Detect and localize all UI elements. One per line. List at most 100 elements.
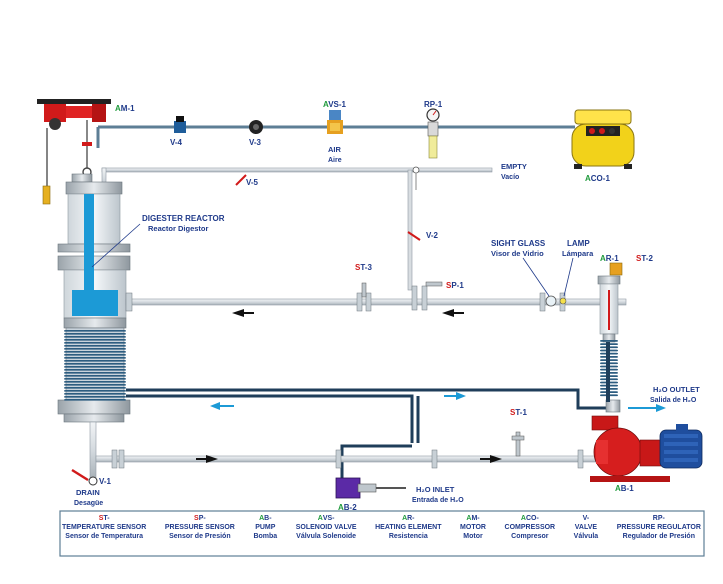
sp1-label: SP-1 bbox=[446, 281, 464, 290]
legend-name: MOTOR bbox=[460, 523, 486, 531]
heating-element-ar1[interactable] bbox=[597, 275, 621, 343]
coil-turn bbox=[64, 330, 126, 332]
legend-name: COMPRESSOR bbox=[504, 523, 556, 531]
st2-label: ST-2 bbox=[636, 254, 653, 263]
lamp-label-es: Lámpara bbox=[562, 249, 594, 258]
coil-turn bbox=[64, 381, 126, 383]
legend-name-es: Sensor de Presión bbox=[169, 532, 231, 540]
h2o-outlet-label: H₂O OUTLET bbox=[653, 385, 700, 394]
pump-ab1[interactable] bbox=[590, 415, 703, 482]
legend-name: HEATING ELEMENT bbox=[375, 523, 442, 531]
coil-turn bbox=[64, 348, 126, 350]
legend-name: PUMP bbox=[255, 523, 276, 531]
legend-name: SOLENOID VALVE bbox=[295, 523, 357, 531]
legend-code-rest: CO- bbox=[525, 515, 539, 522]
temperature-sensor-st3[interactable] bbox=[361, 282, 367, 298]
legend-name-es: Válvula bbox=[573, 532, 599, 540]
valve-v2[interactable] bbox=[407, 231, 421, 241]
legend-name: PRESSURE REGULATOR bbox=[616, 523, 701, 531]
hoist-motor-label: AM-1 bbox=[115, 104, 135, 113]
coil-turn bbox=[64, 396, 126, 398]
coil-turn bbox=[64, 345, 126, 347]
st1-label: ST-1 bbox=[510, 408, 527, 417]
empty-label-es: Vacío bbox=[501, 174, 519, 181]
coil-turn bbox=[64, 351, 126, 353]
legend-code-prefix: S bbox=[194, 515, 199, 522]
coil-turn bbox=[600, 340, 618, 342]
legend-code-prefix: A bbox=[402, 515, 408, 522]
legend-code: V- bbox=[583, 515, 590, 524]
legend-code-rest: VS- bbox=[322, 515, 335, 522]
pressure-regulator-rp1[interactable] bbox=[426, 108, 440, 159]
flow-arrow-icon bbox=[206, 455, 218, 463]
valve-v1[interactable] bbox=[71, 468, 98, 486]
avs1-label: AVS-1 bbox=[323, 100, 347, 109]
air-label-es: Aire bbox=[328, 157, 342, 164]
legend-frame bbox=[59, 510, 705, 557]
coil-turn bbox=[64, 390, 126, 392]
digester-label-es: Reactor Digestor bbox=[148, 224, 209, 233]
pressure-sensor-sp1[interactable] bbox=[425, 281, 443, 287]
legend-name-es: Resistencia bbox=[388, 532, 428, 540]
legend-code-prefix: A bbox=[466, 515, 472, 522]
coil-turn bbox=[64, 360, 126, 362]
coil-turn bbox=[64, 354, 126, 356]
solenoid-valve-avs1[interactable] bbox=[327, 110, 343, 134]
coil-turn bbox=[64, 339, 126, 341]
flow-arrow-icon bbox=[442, 309, 454, 317]
coil-turn bbox=[64, 366, 126, 368]
vacuum-line bbox=[101, 166, 493, 291]
pump-ab2[interactable] bbox=[335, 477, 406, 499]
coil-turn bbox=[64, 375, 126, 377]
legend-code-rest: V- bbox=[582, 515, 590, 522]
valve-v4[interactable] bbox=[174, 116, 186, 133]
sight-glass[interactable] bbox=[545, 295, 557, 307]
compressor-aco1[interactable] bbox=[571, 109, 635, 169]
legend-code-prefix: A bbox=[317, 515, 323, 522]
air-label: AIR bbox=[328, 145, 342, 154]
valve-v1-label: V-1 bbox=[99, 477, 112, 486]
legend-code-prefix: S bbox=[98, 515, 104, 522]
legend-name-es: Válvula Solenoide bbox=[296, 532, 357, 540]
ar1-label: AR-1 bbox=[600, 254, 619, 263]
temperature-sensor-st1[interactable] bbox=[511, 431, 525, 457]
empty-label: EMPTY bbox=[501, 162, 527, 171]
st3-label: ST-3 bbox=[355, 263, 372, 272]
coil-turn bbox=[64, 333, 126, 335]
h2o-inlet-label-es: Entrada de H₂O bbox=[412, 497, 464, 504]
valve-v5-label: V-5 bbox=[246, 178, 259, 187]
coil-turn bbox=[64, 336, 126, 338]
legend-code-rest: RP- bbox=[652, 515, 665, 522]
drain-label-es: Desagüe bbox=[74, 500, 103, 507]
heating-coil bbox=[64, 330, 126, 401]
valve-v4-label: V-4 bbox=[170, 138, 183, 147]
valve-v5[interactable] bbox=[235, 174, 247, 186]
sight-glass-label-es: Visor de Vidrio bbox=[491, 249, 544, 258]
legend-name-es: Sensor de Temperatura bbox=[65, 532, 143, 540]
outlet-arrow-icon bbox=[656, 404, 666, 412]
h2o-outlet-label-es: Salida de H₂O bbox=[650, 397, 697, 404]
temperature-sensor-st2[interactable] bbox=[609, 262, 623, 276]
lamp-label: LAMP bbox=[567, 239, 590, 248]
coil-turn bbox=[64, 387, 126, 389]
valve-v3-label: V-3 bbox=[249, 138, 262, 147]
valve-v3[interactable] bbox=[249, 120, 263, 134]
coil-turn bbox=[64, 384, 126, 386]
legend-name: TEMPERATURE SENSOR bbox=[62, 523, 147, 531]
legend-code-rest: P- bbox=[198, 515, 206, 522]
legend-name-es: Regulador de Presión bbox=[622, 532, 695, 540]
coil-turn bbox=[64, 372, 126, 374]
